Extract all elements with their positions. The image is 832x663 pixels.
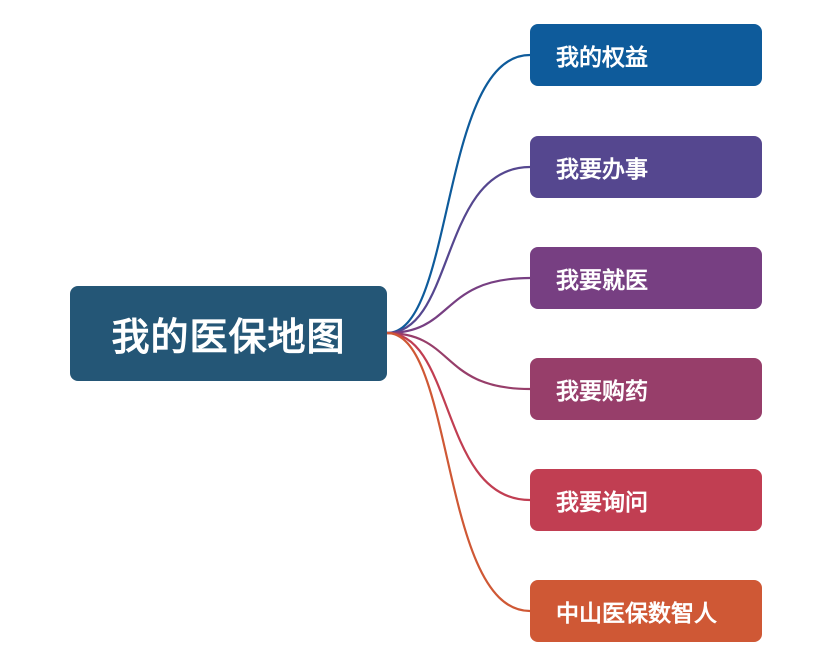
child-node-label: 我要就医 — [556, 268, 648, 294]
child-node-my-rights[interactable]: 我的权益 — [530, 24, 762, 86]
connector-2 — [386, 276, 531, 335]
connector-3 — [386, 331, 531, 391]
connector-4 — [386, 331, 531, 502]
child-node-label: 我要购药 — [556, 379, 648, 405]
child-node-handle-affairs[interactable]: 我要办事 — [530, 136, 762, 198]
child-node-label: 我的权益 — [556, 45, 648, 71]
child-node-label: 我要办事 — [556, 157, 648, 183]
child-node-seek-medical[interactable]: 我要就医 — [530, 247, 762, 309]
connector-1 — [386, 165, 531, 335]
root-node[interactable]: 我的医保地图 — [70, 286, 387, 381]
child-node-digital-human[interactable]: 中山医保数智人 — [530, 580, 762, 642]
child-node-label: 我要询问 — [556, 490, 648, 516]
connector-5 — [386, 331, 531, 613]
child-node-buy-medicine[interactable]: 我要购药 — [530, 358, 762, 420]
root-node-label: 我的医保地图 — [111, 315, 346, 359]
connector-0 — [386, 53, 531, 335]
child-node-inquiry[interactable]: 我要询问 — [530, 469, 762, 531]
child-node-label: 中山医保数智人 — [556, 601, 717, 627]
